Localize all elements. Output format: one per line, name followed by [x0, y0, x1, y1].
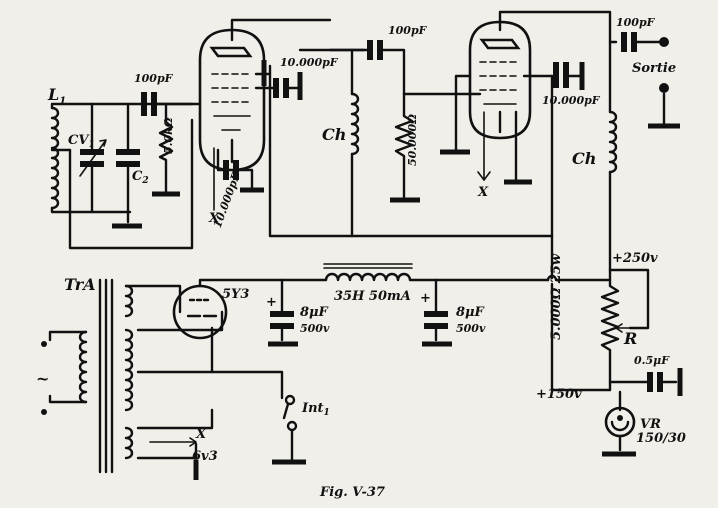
wire-input-bottom [50, 206, 132, 214]
capacitor-coupling-100pf: 100pF [350, 24, 428, 96]
c-bypass-label: 0.5μF [634, 354, 670, 367]
transformer-tra: TrA [64, 275, 134, 474]
choke-ch1: Ch [322, 48, 360, 238]
capacitor-filter2: + 8μF 500v [420, 278, 486, 342]
wire-to-switch [210, 370, 284, 400]
tube-1 [198, 28, 266, 172]
choke-label-1: Ch [322, 125, 346, 144]
v150-label: +150v [536, 387, 582, 402]
int1-label: Int1 [301, 401, 330, 418]
plus-sign-2: + [420, 291, 431, 306]
vr-type-label: 150/30 [636, 431, 686, 446]
cv1-label: CV1 [68, 133, 95, 150]
wire-plate1-top [230, 18, 332, 32]
cap2-voltage: 500v [456, 322, 486, 335]
wire-grid-return [68, 118, 194, 250]
plus-sign-1: + [266, 295, 277, 310]
sortie-label: Sortie [632, 61, 676, 76]
mains-terminal-1[interactable] [41, 341, 47, 347]
wire-heater-2 [136, 442, 198, 460]
capacitor-screen1: 10.000pF [273, 56, 339, 98]
c-in-label: 100pF [134, 72, 174, 85]
wire-g3 [454, 74, 472, 152]
capacitor-filter1: + 8μF 500v [266, 278, 330, 342]
x-mark-3: X [195, 427, 207, 442]
figure-caption: Fig. V-37 [319, 485, 385, 500]
wire-r-wiper [608, 268, 650, 330]
c2-label: C2 [132, 169, 149, 186]
mains-symbol: ~ [36, 369, 49, 388]
cap1-value: 8μF [300, 305, 329, 320]
x-mark-2: X [477, 185, 489, 200]
mains-terminal-2[interactable] [41, 409, 47, 415]
v250-label: +250v [612, 251, 658, 266]
r-grid-label: 5.0kΩ [162, 117, 175, 154]
wire-plate2-out [498, 10, 618, 44]
capacitor-c2: C2 [116, 102, 149, 224]
x-mark-1: X [208, 211, 220, 226]
switch-int1[interactable]: Int1 [282, 394, 330, 462]
choke-label-2: Ch [572, 149, 596, 168]
tube-2 [468, 20, 532, 140]
wire-rect-anode1 [124, 284, 182, 314]
c-out-label: 100pF [616, 16, 656, 29]
wire-ct [136, 326, 214, 374]
wire-b-plus-bus [268, 72, 554, 238]
capacitor-screen2: 10.000pF [542, 62, 601, 107]
l1-label: L1 [47, 85, 66, 107]
resistor-divider-r: 5.000Ω 25w R [549, 253, 637, 392]
cap1-voltage: 500v [300, 322, 330, 335]
choke-ch2: Ch [572, 40, 618, 272]
vr-label: VR [640, 417, 661, 432]
c-scr1-label: 10.000pF [280, 56, 339, 69]
wire-rect-cathode [198, 278, 328, 288]
tra-label: TrA [64, 275, 96, 294]
output-terminal[interactable]: Sortie [632, 37, 676, 126]
r-div-label: 5.000Ω 25w [549, 253, 564, 340]
r-label: R [623, 329, 637, 348]
resistor-grid-5k: 5.0kΩ [158, 102, 175, 194]
rectifier-label: 5Y3 [222, 287, 249, 302]
wire-heater-1 [136, 408, 214, 430]
vr-tube: VR 150/30 [604, 390, 686, 452]
coil-l1: L1 [47, 85, 66, 210]
wire-rect-anode2 [136, 310, 224, 332]
heater-arrow [149, 437, 197, 447]
wire-mains-top [48, 330, 88, 342]
capacitor-bypass: 0.5μF [608, 354, 678, 392]
c-couple-label: 100pF [388, 24, 428, 37]
wire-150v [550, 234, 612, 392]
wire-mains-bottom [48, 394, 88, 404]
r-grid2-label: 50.000Ω [406, 114, 419, 166]
variable-capacitor-cv1: CV1 [68, 102, 107, 214]
cap2-value: 8μF [456, 305, 485, 320]
heater-arrow2 [477, 171, 491, 181]
resistor-grid2-50k: 50.000Ω [394, 92, 419, 200]
capacitor-input-100pf: 100pF [134, 72, 174, 116]
c-scr2-label: 10.000pF [542, 94, 601, 107]
filter-choke-label: 35H 50mA [334, 289, 411, 304]
capacitor-output-100pf: 100pF [616, 16, 662, 52]
filter-choke: 35H 50mA [323, 263, 413, 304]
